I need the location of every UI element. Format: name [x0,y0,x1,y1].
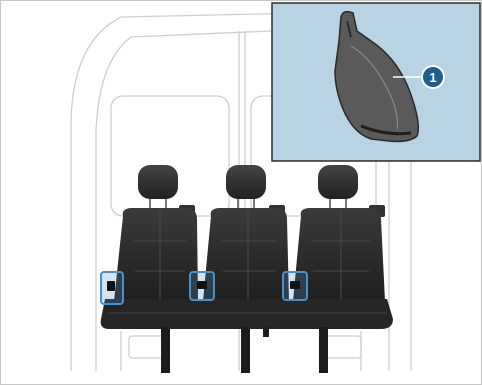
backrest-middle [203,208,289,301]
bench-legs [161,327,328,373]
headrest-left [138,165,178,199]
backrest-left [114,208,198,301]
headrest-middle [226,165,266,199]
callout-1-label: 1 [429,70,436,85]
headrest-right [318,165,358,199]
backrests [114,208,385,301]
detail-inset: 1 [272,3,480,161]
bench-cushion [101,299,393,329]
headrests [138,165,358,209]
